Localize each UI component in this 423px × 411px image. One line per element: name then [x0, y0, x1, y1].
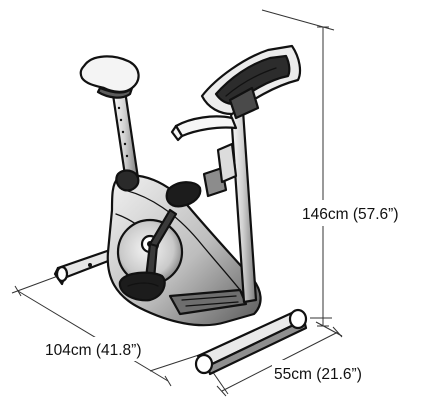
- console-assembly: [170, 44, 302, 304]
- handlebar: [174, 115, 238, 138]
- length-dimension-line: [17, 290, 169, 382]
- exercise-bike-illustration: [53, 44, 308, 376]
- front-stabilizer: [194, 308, 308, 376]
- width-tick-left: [216, 385, 227, 397]
- pedal-assembly: [118, 166, 228, 302]
- length-tick-left: [14, 285, 22, 297]
- length-dimension: 104cm (41.8”): [11, 275, 209, 387]
- console-screen: [214, 54, 291, 106]
- width-label-backing: [272, 360, 392, 386]
- pedal-left: [118, 271, 166, 302]
- height-label: 146cm (57.6”): [302, 206, 398, 223]
- length-label: 104cm (41.8”): [45, 342, 141, 359]
- saddle: [79, 55, 140, 93]
- seat-assembly: [79, 55, 140, 192]
- length-label-backing: [44, 337, 166, 361]
- length-extension-left: [11, 275, 59, 294]
- pedal-right: [165, 181, 202, 208]
- width-label: 55cm (21.6”): [274, 366, 362, 383]
- width-extension-right: [315, 321, 343, 337]
- length-tick-right: [164, 375, 172, 387]
- height-label-backing: [300, 200, 422, 226]
- width-dimension: 55cm (21.6”): [209, 321, 392, 397]
- width-tick-right: [332, 326, 343, 338]
- height-dimension: 146cm (57.6”): [261, 9, 422, 327]
